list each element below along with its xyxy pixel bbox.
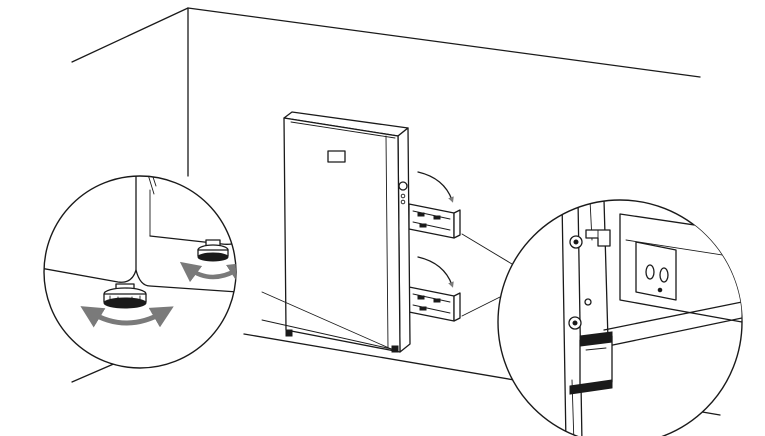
left-wall-top-edge xyxy=(71,7,189,63)
front-foot xyxy=(285,329,293,337)
callout-line xyxy=(461,295,503,317)
rotation-arrow-icon xyxy=(80,306,174,328)
leveling-foot-detail xyxy=(43,175,237,369)
battery-cabinet xyxy=(283,111,411,353)
callout-line xyxy=(261,291,399,353)
bracket-attachment-detail xyxy=(497,199,743,436)
wall-top-edge xyxy=(187,7,701,78)
mounting-bracket-upper xyxy=(408,203,461,239)
callout-line xyxy=(261,319,397,351)
status-display xyxy=(327,150,346,163)
power-button xyxy=(398,181,408,191)
cabinet-front xyxy=(283,117,401,353)
rotation-arrow-icon xyxy=(179,261,236,283)
mounting-bracket-icon xyxy=(569,229,611,249)
rotation-arrow-icon xyxy=(417,256,454,288)
leveling-foot-icon xyxy=(197,239,229,262)
leveling-foot-icon xyxy=(103,283,147,309)
rotation-arrow-icon xyxy=(417,171,454,203)
mounting-bracket-lower xyxy=(408,286,461,322)
callout-line xyxy=(461,233,513,265)
